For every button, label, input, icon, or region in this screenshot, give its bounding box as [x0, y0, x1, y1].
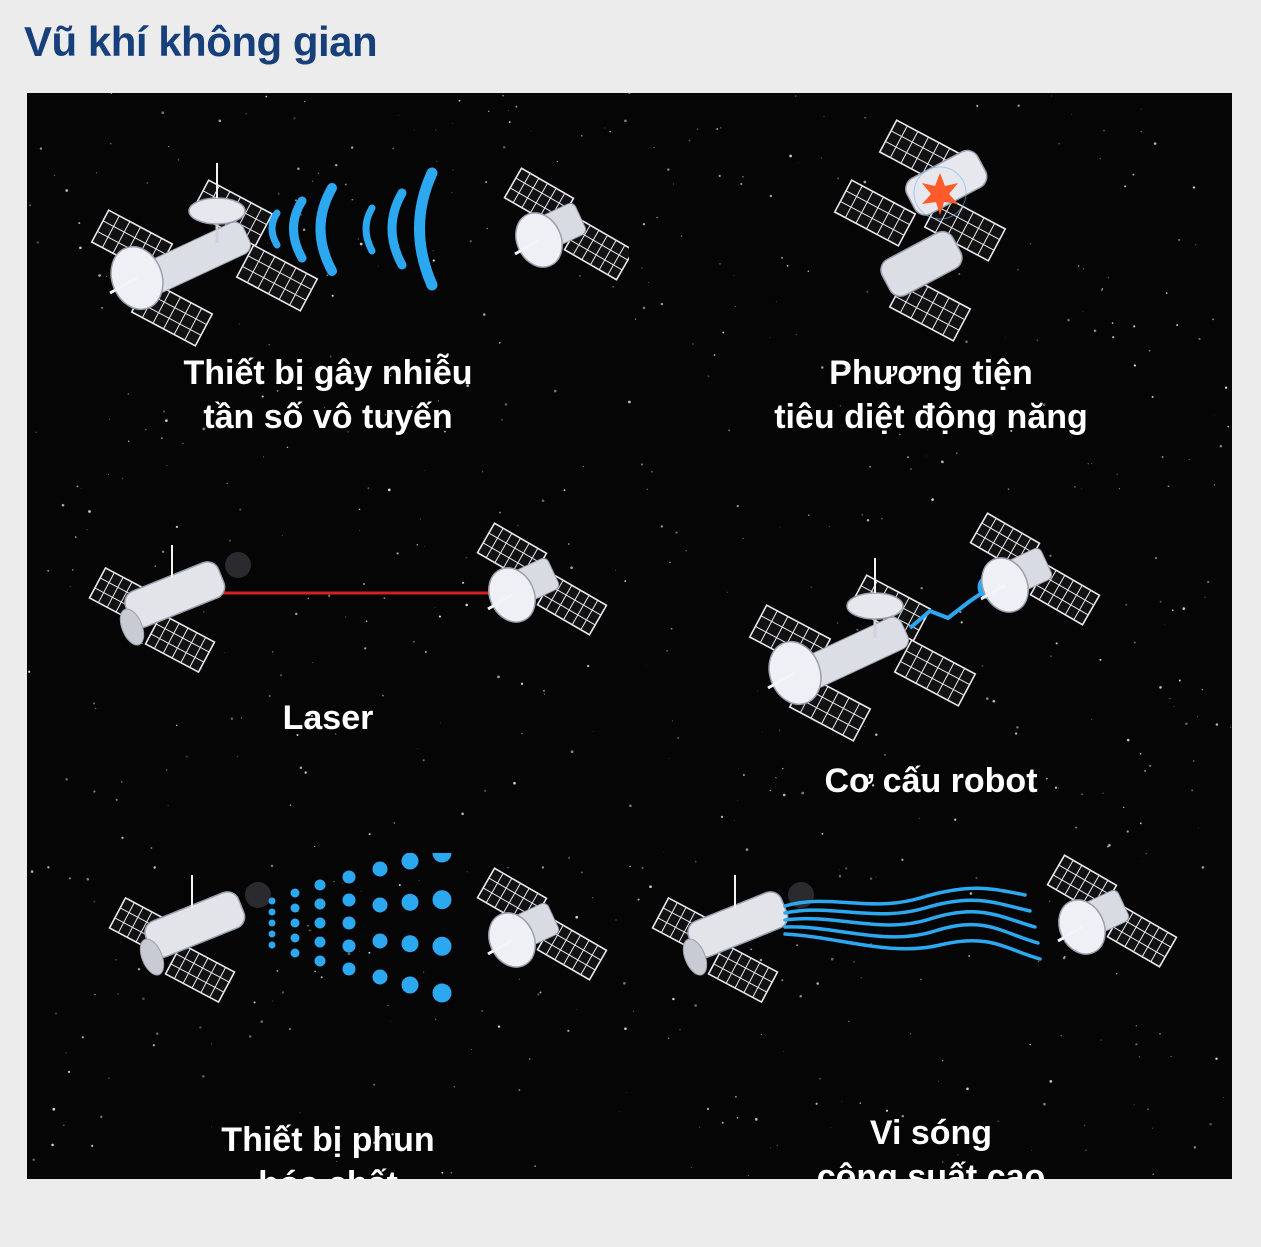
weapon-label: Thiết bị phunhóa chất	[221, 1121, 435, 1179]
spray-droplet	[314, 898, 326, 910]
spray-droplet	[372, 897, 388, 913]
colliding-satellites	[833, 119, 1007, 342]
target-satellite	[503, 167, 629, 281]
robotic-arm-illustration	[748, 512, 1101, 742]
spray-droplet	[342, 962, 356, 976]
spray-droplet	[290, 933, 300, 943]
spray-droplet	[314, 917, 326, 929]
target-satellite	[476, 522, 608, 636]
weapon-chemical-sprayer: Thiết bị phunhóa chất	[27, 853, 629, 1179]
spray-droplet	[342, 870, 356, 884]
spray-droplet	[372, 933, 388, 949]
spray-droplet	[432, 853, 452, 863]
chemical-sprayer-illustration	[108, 853, 608, 1004]
spray-droplets	[268, 853, 452, 1003]
weapon-label: Cơ cấu robot	[824, 762, 1038, 800]
spray-droplet	[268, 941, 276, 949]
spray-droplet	[290, 948, 300, 958]
attacker-satellite	[88, 545, 251, 674]
spray-droplet	[342, 893, 356, 907]
target-satellite	[969, 512, 1101, 626]
target-satellite	[1046, 854, 1178, 968]
spray-droplet	[290, 888, 300, 898]
attacker-satellite	[90, 163, 319, 347]
spray-droplet	[401, 935, 419, 953]
weapon-label: Laser	[282, 699, 374, 737]
radio-waves	[268, 167, 438, 291]
spray-droplet	[372, 969, 388, 985]
kinetic-kill-illustration	[833, 119, 1007, 342]
robotic-arm	[908, 589, 987, 630]
attacker-satellite	[748, 558, 977, 742]
spray-droplet	[268, 919, 276, 927]
microwave-beams	[783, 886, 1042, 961]
attacker-satellite	[108, 875, 271, 1004]
spray-droplet	[290, 918, 300, 928]
spray-droplet	[401, 893, 419, 911]
spray-droplet	[314, 879, 326, 891]
spray-droplet	[268, 930, 276, 938]
page-title: Vũ khí không gian	[24, 18, 378, 65]
weapon-robotic-arm: Cơ cấu robot	[630, 493, 1232, 855]
spray-droplet	[342, 916, 356, 930]
weapon-laser: Laser	[27, 493, 629, 855]
spray-droplet	[372, 861, 388, 877]
spray-droplet	[314, 955, 326, 967]
microwave-illustration	[651, 854, 1178, 1004]
laser-illustration	[88, 522, 608, 674]
spray-droplet	[432, 983, 452, 1003]
spray-droplet	[432, 936, 452, 956]
attacker-satellite	[651, 875, 814, 1004]
spray-droplet	[401, 976, 419, 994]
spray-droplet	[314, 936, 326, 948]
spray-droplet	[268, 908, 276, 916]
spray-droplet	[268, 897, 276, 905]
spray-droplet	[401, 853, 419, 870]
spray-droplet	[432, 890, 452, 910]
spray-droplet	[342, 939, 356, 953]
target-satellite	[476, 867, 608, 981]
spray-droplet	[290, 903, 300, 913]
rf-jammer-illustration	[90, 163, 629, 347]
